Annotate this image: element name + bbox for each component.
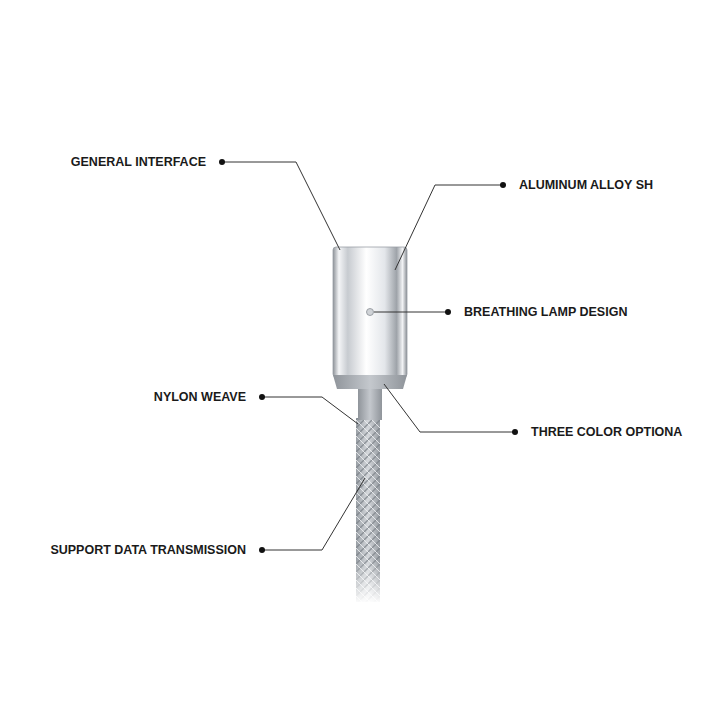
callout-label: THREE COLOR OPTIONA — [531, 425, 682, 440]
callout-label: ALUMINUM ALLOY SH — [519, 178, 653, 193]
braided-cable — [352, 418, 384, 604]
callout-label: SUPPORT DATA TRANSMISSION — [50, 543, 246, 558]
callout-label: BREATHING LAMP DESIGN — [464, 305, 627, 320]
callout-label: GENERAL INTERFACE — [71, 155, 206, 170]
strain-relief — [358, 386, 382, 420]
leader-lines — [222, 162, 515, 550]
breathing-lamp — [367, 309, 374, 316]
leader-dots — [219, 159, 518, 553]
callout-label: NYLON WEAVE — [154, 390, 246, 405]
